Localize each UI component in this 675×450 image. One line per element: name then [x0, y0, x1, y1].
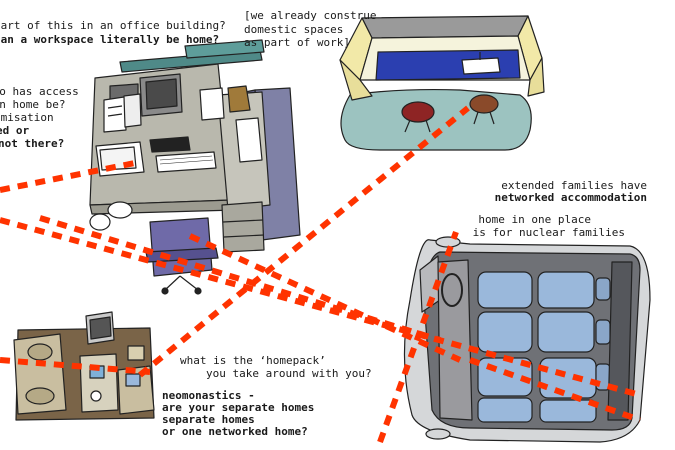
neomonastics-line3: separate homes	[162, 413, 255, 426]
access-question-line3: omisation	[0, 111, 54, 124]
office-question-line1: part of this in an office building?	[0, 19, 226, 32]
nuclear-families-line1: home in one place	[478, 213, 591, 226]
access-question-line4: ed or	[0, 124, 30, 137]
connector-line	[0, 159, 141, 193]
extended-families-line2: networked accommodation	[494, 191, 647, 204]
connector-line	[0, 357, 151, 375]
neomonastics-line1: neomonastics -	[162, 389, 255, 402]
homepack-question-line2: you take around with you?	[206, 367, 372, 380]
connector-line	[469, 357, 641, 423]
access-question-line1: who has access	[0, 85, 79, 98]
neomonastics-line2: are your separate homes	[162, 401, 315, 414]
network-connector-lines	[0, 105, 641, 444]
connector-line	[0, 217, 641, 398]
car-interior-illustration	[403, 236, 651, 443]
domestic-note-line3: as part of work]	[244, 36, 350, 49]
access-question-line2: can home be?	[0, 98, 66, 111]
office-cubicle-illustration	[89, 39, 301, 295]
domestic-room-illustration	[339, 15, 545, 151]
neomonastics-line4: or one networked home?	[162, 425, 308, 438]
connector-line	[188, 233, 462, 363]
homepack-question-line1: what is the ‘homepack’	[180, 354, 326, 367]
domestic-note-line1: [we already construe	[244, 9, 377, 22]
access-question-line5: not there?	[0, 137, 65, 150]
connector-line	[377, 230, 459, 444]
living-room-illustration	[13, 311, 155, 421]
extended-families-line1: extended families have	[501, 179, 647, 192]
office-question-line2: can a workspace literally be home?	[0, 33, 220, 46]
domestic-note-line2: domestic spaces	[244, 23, 344, 36]
nuclear-families-line2: is for nuclear families	[472, 226, 625, 239]
